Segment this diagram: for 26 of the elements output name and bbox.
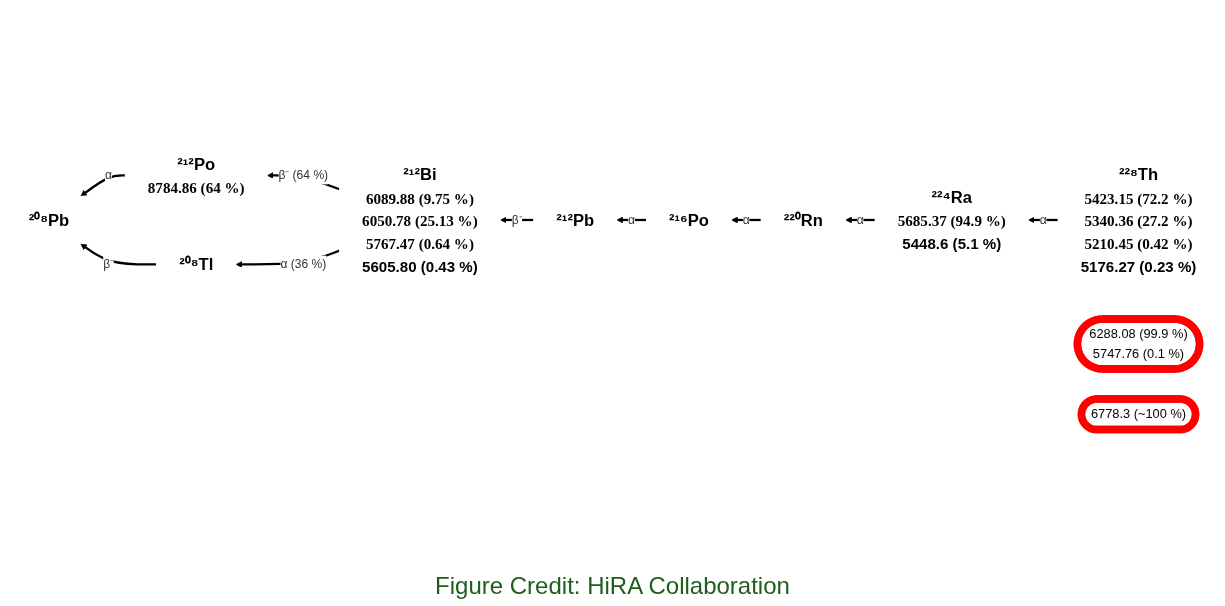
arrow: [731, 216, 762, 224]
node-text: ²²⁸Th 5423.15 (72.2 %) 5340.36 (27.2 %) 5210.45 (0.42 %) 5176.27 (0.23 %): [1080, 165, 1197, 275]
node-text: ²²⁰Rn: [783, 210, 823, 230]
arrow: [845, 216, 876, 224]
arrow: [1028, 216, 1058, 224]
caption: Figure Credit: HiRA Collaboration: [435, 571, 790, 601]
edge-label: α: [1039, 213, 1047, 226]
edge-label: β⁻: [103, 257, 114, 271]
edge-label: α (36 %): [280, 257, 327, 271]
edge-label: α: [105, 168, 113, 182]
node-text: ²¹⁶Po: [668, 210, 709, 230]
node-text: ²²⁴Ra 5685.37 (94.9 %) 5448.6 (5.1 %): [897, 187, 1006, 253]
node-text: ²¹²Po 8784.86 (64 %): [147, 154, 245, 197]
arrow: [80, 243, 157, 266]
edge-label: α: [742, 213, 750, 226]
edge-label: β⁻: [511, 213, 523, 226]
arrow: [500, 216, 534, 224]
node-text: ²⁰⁸Pb: [28, 210, 70, 230]
arrow: [80, 174, 126, 197]
node-text: ²⁰⁸Tl: [179, 255, 214, 274]
arrow: [616, 216, 647, 224]
node-text: ²¹²Pb: [556, 210, 595, 230]
edge-label: β⁻ (64 %): [278, 168, 329, 182]
node-text: ²¹²Bi 6089.88 (9.75 %) 6050.78 (25.13 %) 5767.47 (0.64 %) 5605.80 (0.43 %): [362, 165, 478, 275]
edge-label: α: [628, 213, 636, 226]
edge-label: α: [856, 213, 864, 226]
